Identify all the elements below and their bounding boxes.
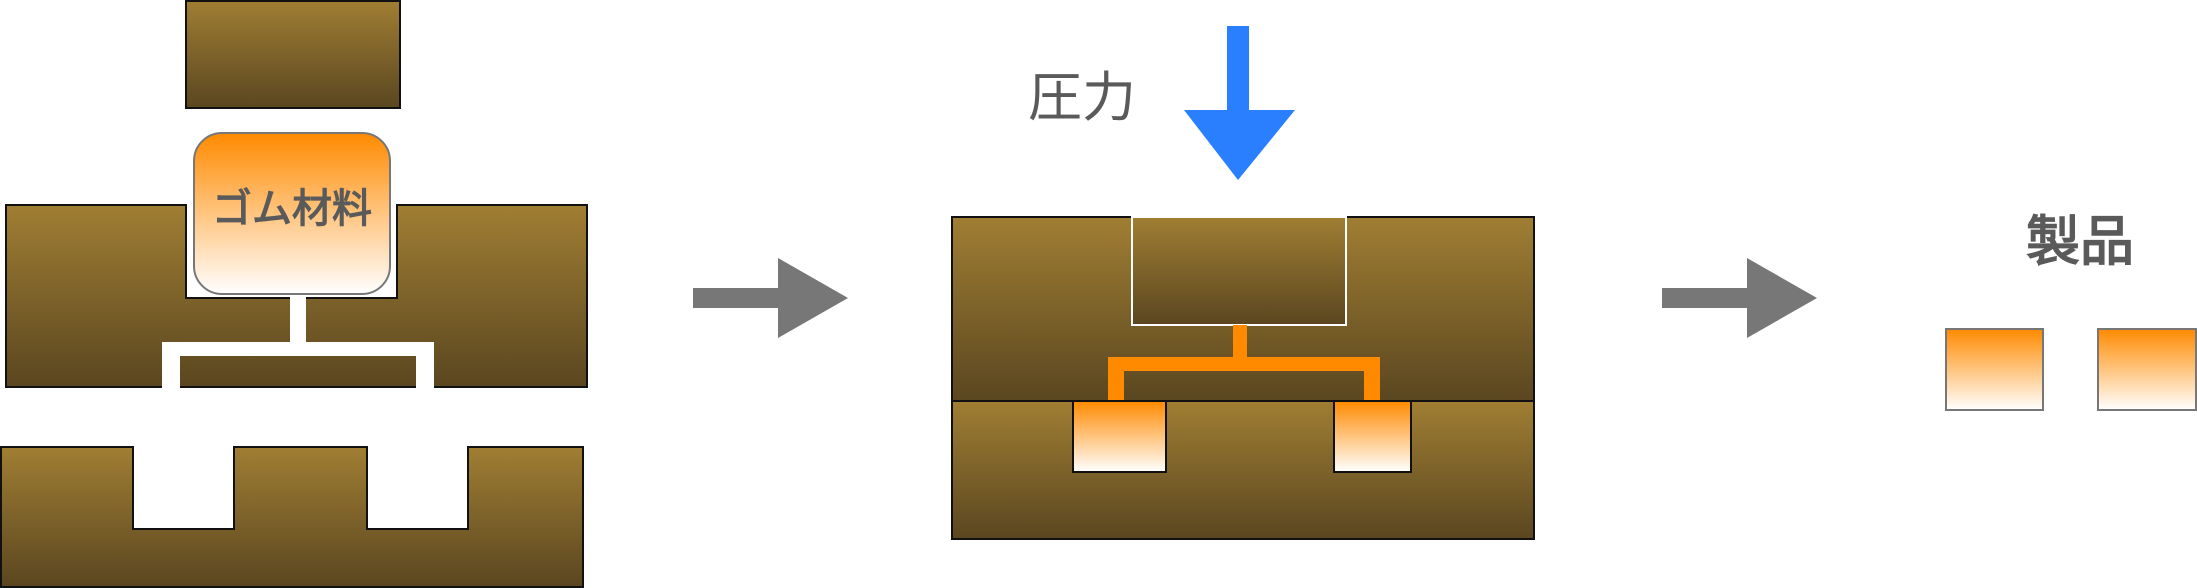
molded-part-left (1072, 400, 1167, 473)
filled-runner (1108, 325, 1380, 403)
product-right (2097, 328, 2197, 411)
process-arrow-1 (693, 258, 848, 338)
process-arrow-2 (1662, 258, 1817, 338)
stage-3-products: 製品 (1945, 210, 2197, 411)
lower-mold (0, 446, 584, 588)
pressure-label: 圧力 (1028, 66, 1136, 129)
right-arrow-icon (693, 258, 848, 338)
product-left (1945, 328, 2044, 411)
runner-channel (162, 296, 434, 389)
stage-2-pressing: 圧力 (951, 26, 1535, 540)
pressing-plunger (1131, 216, 1347, 326)
pressure-arrow-icon (1184, 26, 1295, 180)
rubber-material-block (193, 132, 391, 295)
material-label: ゴム材料 (212, 186, 372, 232)
stage-1-open-mold: ゴム材料 (0, 0, 588, 588)
upper-plunger (185, 0, 401, 109)
molded-part-right (1333, 400, 1412, 473)
right-arrow-icon (1662, 258, 1817, 338)
closed-lower-mold (951, 400, 1535, 540)
product-label: 製品 (2026, 210, 2134, 273)
upper-mold (5, 204, 588, 388)
